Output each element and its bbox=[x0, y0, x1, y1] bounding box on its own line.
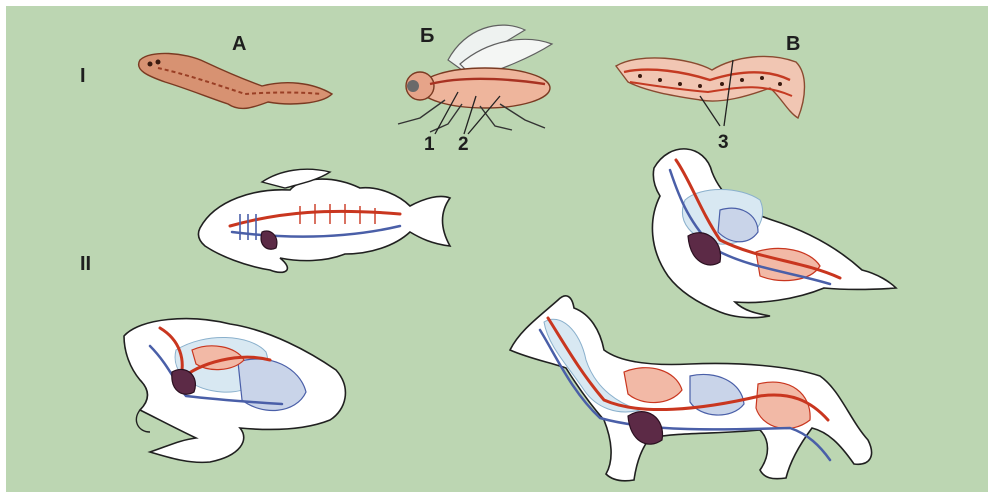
label-3: 3 bbox=[718, 132, 729, 153]
label-1: 1 bbox=[424, 134, 435, 155]
label-a: А bbox=[232, 33, 246, 55]
row-label-2: II bbox=[80, 253, 91, 275]
row-label-1: I bbox=[80, 65, 86, 87]
label-2: 2 bbox=[458, 134, 469, 155]
label-b: Б bbox=[420, 25, 434, 47]
label-v: В bbox=[786, 33, 800, 55]
